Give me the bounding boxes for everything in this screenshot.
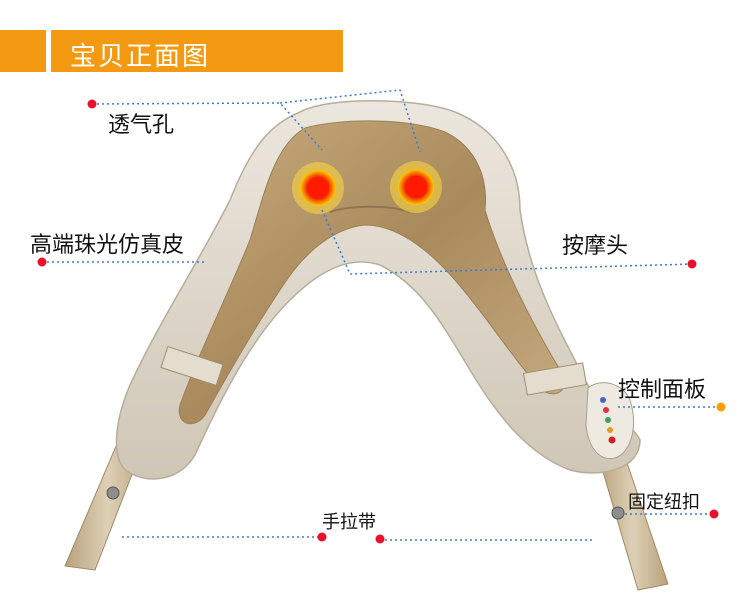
- leader-lines: [42, 89, 720, 541]
- right-strap-loop: [522, 362, 588, 396]
- massage-head-right: [390, 161, 442, 213]
- left-buckle-icon: [106, 486, 120, 500]
- dot-buckle: [709, 509, 719, 519]
- neck-seam: [329, 205, 411, 213]
- callout-dots: [37, 99, 726, 544]
- massager-body: [115, 100, 641, 480]
- label-strap: 手拉带: [322, 512, 376, 533]
- label-massage-head: 按摩头: [562, 234, 629, 259]
- header-notch: [46, 30, 51, 72]
- label-buckle: 固定纽扣: [628, 492, 700, 513]
- dot-massage-head: [687, 259, 697, 269]
- label-air-holes: 透气孔: [108, 113, 175, 138]
- dot-leather: [37, 257, 47, 267]
- dot-strap-right: [375, 534, 385, 544]
- right-buckle-icon: [611, 506, 625, 520]
- label-leather: 高端珠光仿真皮: [30, 233, 185, 258]
- label-control-panel: 控制面板: [618, 378, 707, 403]
- header-bar: [0, 30, 343, 72]
- massage-head-left: [292, 162, 344, 214]
- left-strap-loop: [160, 345, 224, 387]
- control-panel: [585, 382, 634, 460]
- page-title: 宝贝正面图: [70, 42, 211, 72]
- dot-air-holes: [87, 99, 97, 109]
- dot-control-panel: [716, 402, 726, 412]
- dot-strap-left: [317, 532, 327, 542]
